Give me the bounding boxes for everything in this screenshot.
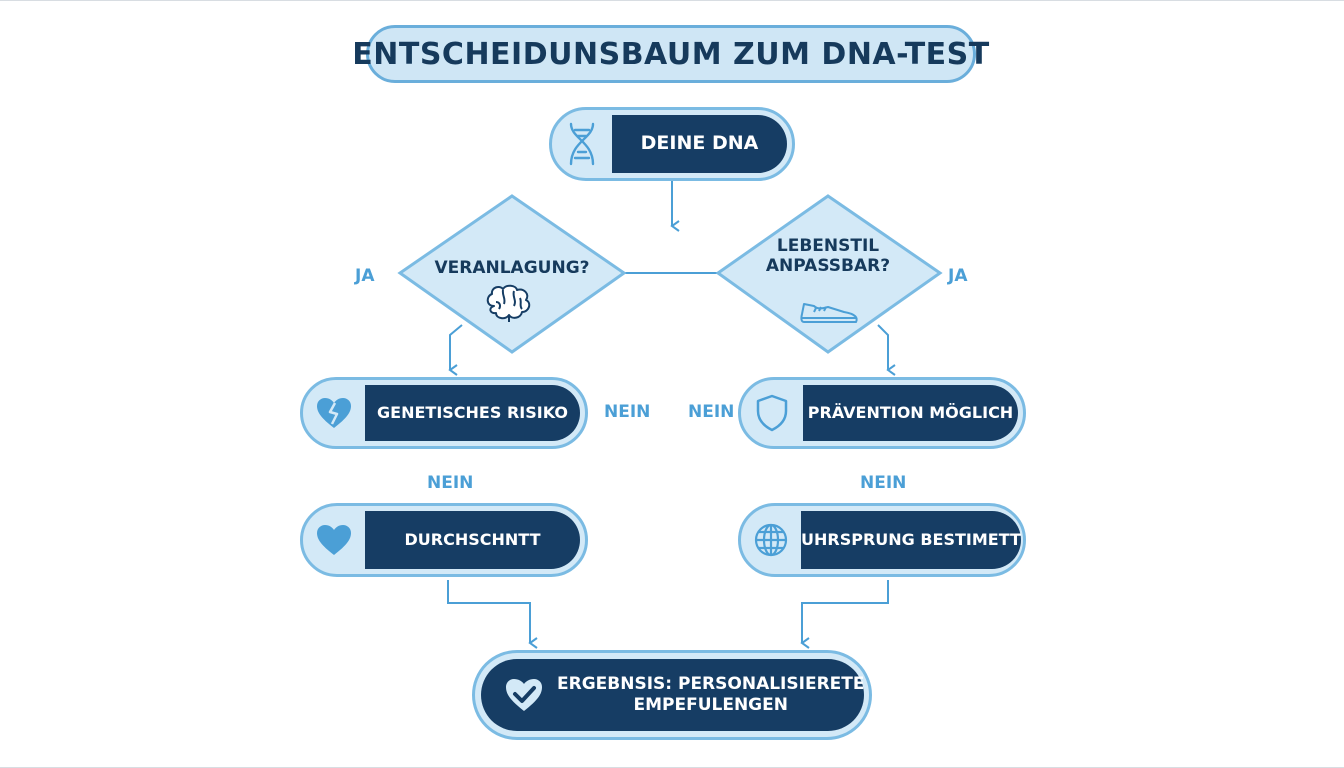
globe-icon: [754, 523, 788, 557]
node-durchschnitt: DURCHSCHNTT: [300, 503, 588, 577]
node-ursprung-bestimmt: UHRSPRUNG BESTIMETT: [738, 503, 1026, 577]
edge-label-risk-no: NEIN: [604, 402, 651, 422]
node-deine-dna: DEINE DNA: [549, 107, 795, 181]
node-icon-wrap: [303, 380, 365, 446]
node-icon-wrap: [303, 506, 365, 574]
result-line2: EMPEFULENGEN: [633, 695, 788, 715]
dna-icon: [569, 122, 595, 166]
node-icon-wrap: [741, 506, 801, 574]
node-genetisches-risiko: GENETISCHES RISIKO: [300, 377, 588, 449]
sneaker-icon: [800, 303, 858, 323]
result-line1: ERGEBNSIS: PERSONALISIERETE: [557, 673, 865, 694]
decision-right-label: LEBENSTIL ANPASSBAR?: [748, 236, 908, 277]
decision-left-label: VERANLAGUNG?: [434, 258, 590, 278]
diagram-title: ENTSCHEIDUNSBAUM ZUM DNA-TEST: [352, 25, 989, 83]
node-result-inner: ERGEBNSIS: PERSONALISIERETE EMPEFULENGEN: [481, 659, 865, 731]
connector-lines: [447, 180, 896, 649]
node-praevention-moeglich: PRÄVENTION MÖGLICH: [738, 377, 1026, 449]
heart-check-icon: [506, 679, 542, 711]
broken-heart-icon: [317, 398, 351, 428]
node-label: GENETISCHES RISIKO: [365, 385, 580, 441]
edge-label-right-yes: JA: [948, 266, 968, 286]
decision-diamond-left: [397, 194, 627, 354]
node-label: UHRSPRUNG BESTIMETT: [801, 511, 1021, 569]
shield-icon: [756, 394, 788, 432]
node-label: DEINE DNA: [612, 115, 787, 173]
edge-label-right-no: NEIN: [860, 473, 907, 493]
edge-label-left-no: NEIN: [427, 473, 474, 493]
node-icon-wrap: [552, 110, 612, 178]
brain-icon: [486, 284, 531, 322]
node-ergebnis: ERGEBNSIS: PERSONALISIERETE EMPEFULENGEN: [472, 650, 872, 740]
heart-icon: [317, 525, 351, 555]
edge-right-to-prevention: [877, 324, 896, 376]
decision-diamond-right: [715, 194, 943, 354]
node-label: PRÄVENTION MÖGLICH: [803, 385, 1018, 441]
node-label: DURCHSCHNTT: [365, 511, 580, 569]
decision-right-line2: ANPASSBAR?: [765, 256, 891, 277]
node-icon-wrap: [741, 380, 803, 446]
result-text: ERGEBNSIS: PERSONALISIERETE EMPEFULENGEN: [557, 674, 864, 717]
edge-label-prevention-no: NEIN: [688, 402, 735, 422]
edge-average-to-result: [447, 580, 538, 649]
edge-left-to-risk: [448, 324, 463, 376]
edge-label-left-yes: JA: [355, 266, 375, 286]
decision-right-line1: LEBENSTIL: [776, 236, 880, 256]
edge-origin-to-result: [800, 580, 889, 649]
